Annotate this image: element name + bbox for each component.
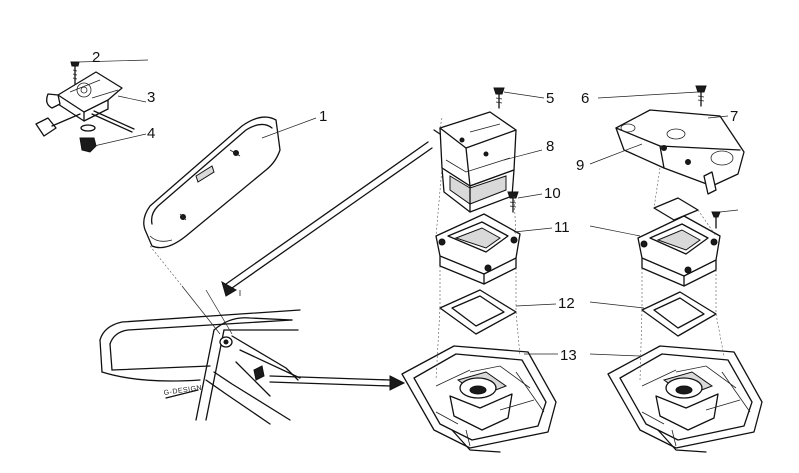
callout-7: 7 [730, 108, 738, 125]
direction-arrow-up [221, 141, 433, 297]
callout-8: 8 [546, 138, 554, 155]
callout-12: 12 [558, 295, 575, 312]
guide-line [149, 245, 183, 287]
callout-10: 10 [544, 185, 561, 202]
callout-numbers: 2 3 4 1 5 8 10 11 12 13 6 7 9 [92, 49, 738, 364]
callout-13: 13 [560, 347, 577, 364]
callout-5: 5 [546, 90, 554, 107]
guide-line [205, 289, 233, 335]
guide-line [181, 285, 221, 335]
direction-arrow-right [269, 375, 406, 391]
leader-lines [77, 59, 739, 357]
callout-9: 9 [576, 157, 584, 174]
callout-11: 11 [554, 219, 570, 236]
callout-3: 3 [147, 89, 155, 106]
vehicle-roof-illustration: G-DESIGN [99, 309, 301, 425]
bracket-assembly [35, 61, 135, 153]
callout-2: 2 [92, 49, 100, 66]
cover-housing [143, 116, 281, 249]
vehicle-badge-text: G-DESIGN [163, 385, 202, 397]
callout-6: 6 [581, 90, 589, 107]
right-exploded-stack [607, 85, 763, 453]
callout-4: 4 [147, 125, 155, 142]
center-exploded-stack [401, 87, 557, 453]
callout-1: 1 [319, 108, 327, 125]
